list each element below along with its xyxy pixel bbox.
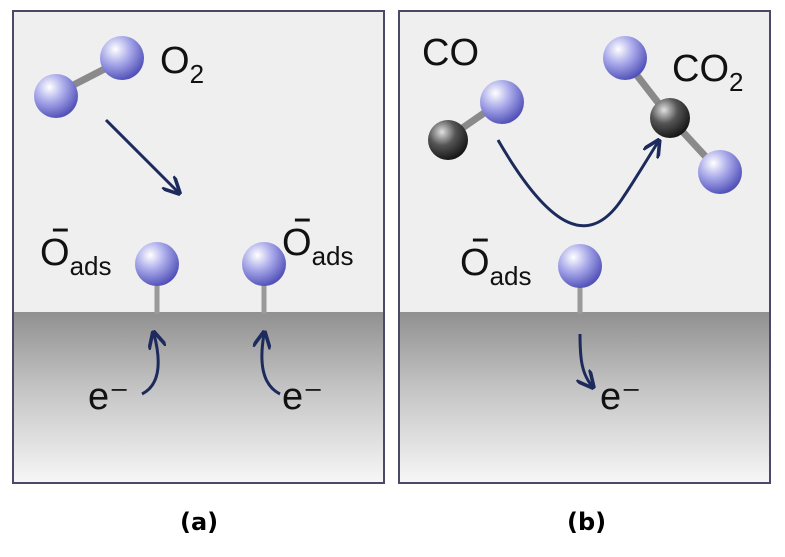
co-label: CO	[422, 32, 479, 74]
electron-release-arrow	[580, 333, 592, 386]
o2-label: O2	[160, 40, 205, 89]
co2-oxygen-atom-2	[698, 150, 742, 194]
panel-a-drawing	[34, 36, 286, 396]
co2-oxygen-atom-1	[603, 36, 647, 80]
co-carbon-atom	[428, 120, 468, 160]
oads-label: O–ads	[460, 222, 532, 291]
oads-right-label: O–ads	[282, 202, 354, 271]
co-oxygen-atom	[480, 80, 524, 124]
electron-left-label: e⁻	[88, 376, 130, 418]
oads-left-label: O–ads	[40, 212, 112, 281]
electron-label: e⁻	[600, 376, 642, 418]
oads-right-atom	[242, 242, 286, 286]
oads-left-atom	[135, 242, 179, 286]
metal-oxide-surface	[400, 312, 769, 482]
metal-oxide-surface	[14, 312, 383, 482]
o2-atom-2	[100, 36, 144, 80]
o2-atom-1	[34, 74, 78, 118]
co2-carbon-atom	[650, 98, 690, 138]
co2-label: CO2	[672, 48, 744, 97]
caption-a: (a)	[180, 508, 219, 536]
reaction-arrow	[496, 140, 658, 228]
electron-right-label: e⁻	[282, 376, 324, 418]
panel-b-drawing	[428, 36, 742, 484]
caption-b: (b)	[567, 508, 607, 536]
adsorption-arrow	[104, 118, 178, 192]
panel-a: O2 O–ads O–ads e⁻ e⁻	[12, 10, 385, 484]
oads-atom	[558, 244, 602, 288]
panel-b: CO CO2 O–ads e⁻	[398, 10, 771, 484]
electron-arrow-left	[141, 334, 158, 396]
electron-arrow-right	[262, 334, 281, 396]
